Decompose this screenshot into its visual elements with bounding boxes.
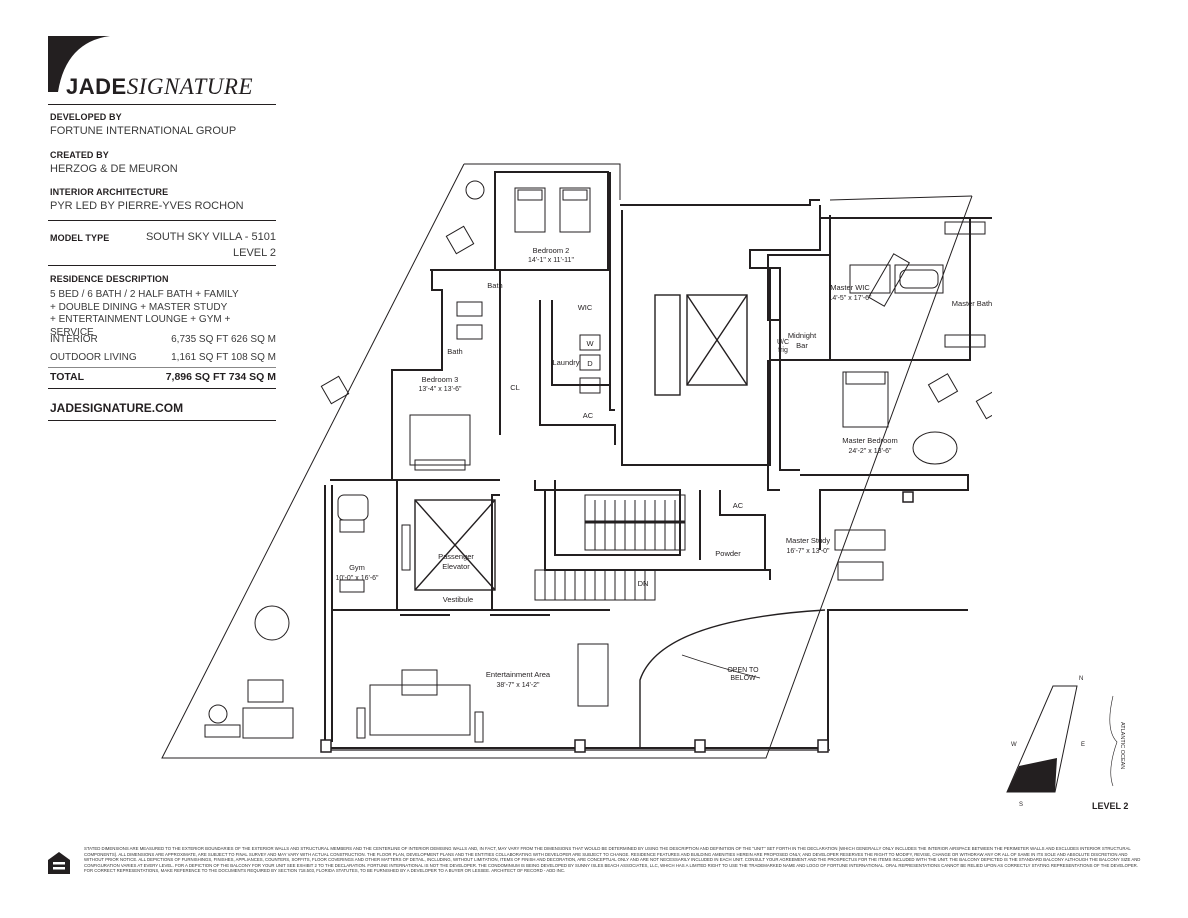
- divider: [48, 220, 276, 221]
- creator-value: HERZOG & DE MEURON: [50, 163, 178, 175]
- room-dimension: 14'-5" x 17'-6": [828, 295, 872, 302]
- outdoor-label: OUTDOOR LIVING: [50, 352, 137, 363]
- room-label: Elevator: [442, 562, 470, 571]
- appliance-label: U/C: [777, 339, 789, 346]
- developer-value: FORTUNE INTERNATIONAL GROUP: [50, 125, 237, 137]
- residence-description: 5 BED / 6 BATH / 2 HALF BATH + FAMILY + …: [50, 289, 276, 339]
- room-label: Vestibule: [443, 595, 473, 604]
- room-label: Bath: [487, 281, 502, 290]
- planters: [208, 180, 485, 724]
- description-line: + ENTERTAINMENT LOUNGE + GYM + SERVICE: [50, 314, 231, 338]
- brand-name-script: SIGNATURE: [126, 74, 253, 99]
- room-label: Bath: [447, 347, 462, 356]
- interior-architecture-value: PYR LED BY PIERRE-YVES ROCHON: [50, 200, 244, 212]
- room-label: Entertainment Area: [486, 670, 551, 679]
- room-dimension: 24'-2" x 13'-6": [848, 448, 892, 455]
- furniture: [204, 187, 992, 743]
- description-line: + DOUBLE DINING + MASTER STUDY: [50, 301, 228, 313]
- room-label: Midnight: [788, 331, 817, 340]
- room-label: WIC: [578, 303, 593, 312]
- coastline: [1109, 695, 1118, 787]
- developer-label: DEVELOPED BY: [50, 112, 122, 122]
- model-level: LEVEL 2: [232, 247, 276, 259]
- columns: [320, 491, 914, 753]
- room-label: Master Bedroom: [842, 436, 897, 445]
- room-dimension: 38'-7" x 14'-2": [496, 682, 540, 689]
- interior-value: 6,735 SQ FT 626 SQ M: [171, 334, 276, 345]
- room-label: Bedroom 3: [422, 375, 459, 384]
- model-name: SOUTH SKY VILLA - 5101: [145, 231, 276, 243]
- room-label: CL: [510, 383, 520, 392]
- room-labels: Bedroom 2 14'-1" x 11'-11" Bath Bath WIC…: [335, 246, 992, 689]
- open-to-below: [639, 609, 826, 748]
- annotation-label: BELOW: [730, 675, 756, 682]
- room-label: Passenger: [438, 552, 474, 561]
- room-label: Master Study: [786, 536, 830, 545]
- compass-west: W: [1011, 742, 1017, 748]
- residence-description-label: RESIDENCE DESCRIPTION: [50, 274, 169, 284]
- description-line: 5 BED / 6 BATH / 2 HALF BATH + FAMILY: [50, 289, 239, 300]
- elevator-shafts: [414, 294, 748, 591]
- bedroom-2-walls: [494, 171, 615, 411]
- creator-label: CREATED BY: [50, 150, 109, 160]
- room-label: Laundry: [552, 358, 579, 367]
- floor-plan: Bedroom 2 14'-1" x 11'-11" Bath Bath WIC…: [161, 163, 992, 759]
- room-label: Master Bath: [952, 299, 992, 308]
- room-dimension: 14'-1" x 11'-11": [528, 257, 574, 264]
- room-dimension: 13'-4" x 13'-6": [418, 386, 462, 393]
- appliance-label: frig: [778, 347, 788, 354]
- interior-label: INTERIOR: [50, 334, 98, 345]
- divider: [48, 265, 276, 266]
- brand-name-bold: JADE: [66, 74, 127, 99]
- website-link[interactable]: JADESIGNATURE.COM: [50, 401, 184, 415]
- stair-direction-label: DN: [638, 579, 649, 588]
- key-plan: N S E W ATLANTIC OCEAN: [1006, 676, 1125, 808]
- interior-walls: [330, 199, 992, 616]
- room-dimension: 16'-7" x 13'-0": [786, 548, 830, 555]
- interior-architecture-label: INTERIOR ARCHITECTURE: [50, 187, 169, 197]
- compass-east: E: [1081, 742, 1085, 748]
- compass-north: N: [1079, 676, 1083, 682]
- room-dimension: 10'-0" x 16'-6": [335, 575, 379, 582]
- room-label: Powder: [715, 549, 741, 558]
- room-label: AC: [733, 501, 744, 510]
- appliance-label: D: [587, 359, 593, 368]
- ocean-label: ATLANTIC OCEAN: [1119, 722, 1125, 769]
- total-value: 7,896 SQ FT 734 SQ M: [165, 371, 276, 383]
- total-label: TOTAL: [50, 371, 85, 383]
- annotation-label: OPEN TO: [727, 667, 759, 674]
- divider: [48, 104, 276, 105]
- divider: [48, 367, 276, 368]
- brand-logo: JADESIGNATURE: [66, 74, 253, 100]
- equal-housing-icon: [48, 852, 70, 874]
- room-label: Bar: [796, 341, 808, 350]
- outdoor-area-row: OUTDOOR LIVING 1,161 SQ FT 108 SQ M: [50, 352, 276, 363]
- legal-disclaimer: STATED DIMENSIONS ARE MEASURED TO THE EX…: [84, 846, 1141, 874]
- room-label: AC: [583, 411, 594, 420]
- jade-logo-mark: [48, 36, 110, 92]
- terrace-outline: [161, 163, 973, 759]
- model-type-value: SOUTH SKY VILLA - 5101 LEVEL 2: [146, 229, 276, 261]
- compass-south: S: [1019, 802, 1023, 808]
- outdoor-value: 1,161 SQ FT 108 SQ M: [171, 352, 276, 363]
- total-area-row: TOTAL 7,896 SQ FT 734 SQ M: [50, 371, 276, 383]
- key-plan-level: LEVEL 2: [1092, 801, 1129, 811]
- divider: [48, 420, 276, 421]
- divider: [48, 388, 276, 389]
- appliance-label: W: [586, 339, 594, 348]
- interior-area-row: INTERIOR 6,735 SQ FT 626 SQ M: [50, 334, 276, 345]
- unit-highlight: [1007, 758, 1057, 792]
- stair: [534, 494, 686, 601]
- model-type-label: MODEL TYPE: [50, 233, 110, 243]
- room-label: Gym: [349, 563, 365, 572]
- room-label: Master WIC: [830, 283, 870, 292]
- room-label: Bedroom 2: [533, 246, 570, 255]
